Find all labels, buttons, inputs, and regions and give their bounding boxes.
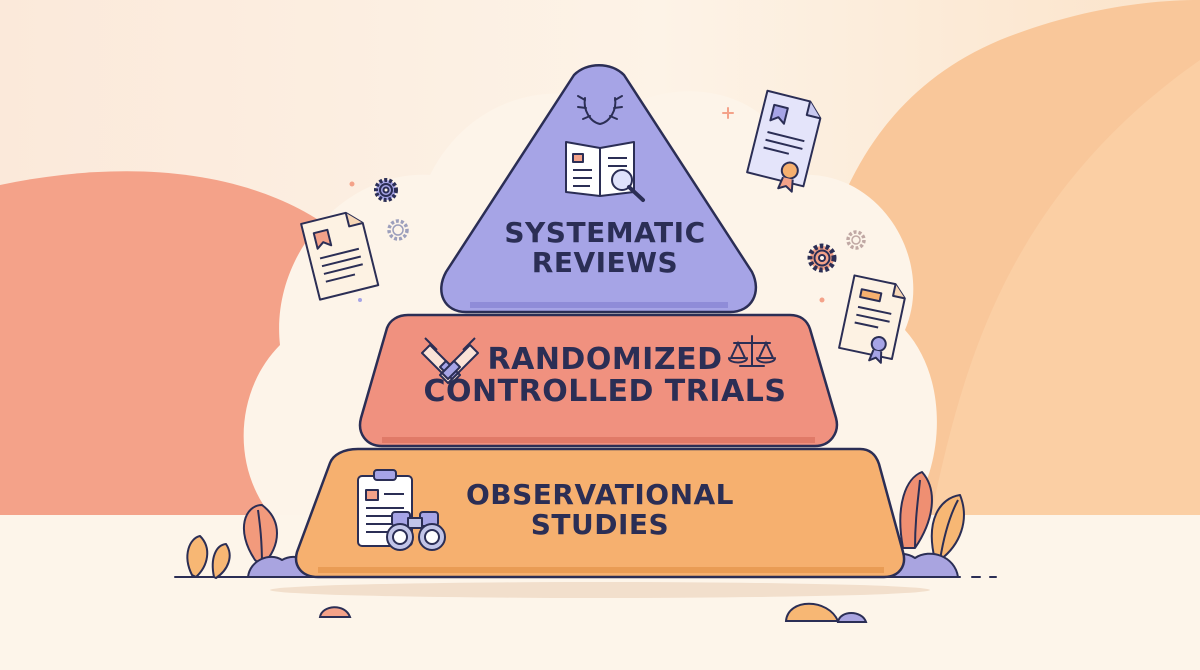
- tier-top-line-1: SYSTEMATIC: [504, 216, 706, 249]
- gear-icon: [374, 178, 398, 202]
- laurel-wreath-icon: [577, 95, 623, 126]
- certificate-icon: [838, 274, 906, 364]
- gear-icon: [387, 219, 409, 241]
- leaf-icon: [186, 535, 231, 579]
- tier-middle-line-1: RANDOMIZED: [487, 342, 723, 377]
- dot-decoration: [349, 181, 355, 187]
- pebble-icon: [318, 606, 352, 618]
- pebble-icon: [836, 612, 868, 623]
- pebbles: [318, 602, 868, 623]
- tier-middle-line-2: CONTROLLED TRIALS: [423, 374, 787, 410]
- tier-base-label: OBSERVATIONAL STUDIES: [450, 478, 750, 542]
- pyramid-shadow: [270, 582, 930, 598]
- tier-top-line-2: REVIEWS: [531, 246, 679, 280]
- gear-icon: [807, 243, 837, 273]
- balance-scale-icon: [728, 335, 776, 367]
- binoculars-icon: [386, 511, 446, 551]
- dot-decoration: [358, 298, 362, 302]
- tier-base-line-1: OBSERVATIONAL: [465, 478, 735, 511]
- tier-base-line-2: STUDIES: [530, 508, 670, 542]
- tier-base-shape: [294, 447, 906, 579]
- tier-middle-shape: [358, 313, 839, 448]
- right-hill-light: [930, 60, 1200, 520]
- test-tubes-icon: [421, 337, 479, 384]
- tier-top-label: SYSTEMATIC REVIEWS: [470, 216, 740, 280]
- leaf-icon: [930, 494, 965, 561]
- certificate-icon: [746, 89, 822, 193]
- dot-decoration: [819, 297, 825, 303]
- sparkle-decorations: [722, 107, 734, 119]
- pebble-icon: [784, 602, 840, 622]
- open-book-magnifier-icon: [565, 141, 645, 202]
- document-icon: [300, 211, 380, 301]
- tier-middle-label: RANDOMIZED CONTROLLED TRIALS: [420, 342, 790, 410]
- leaf-icon: [899, 471, 933, 549]
- gear-icon: [846, 230, 866, 250]
